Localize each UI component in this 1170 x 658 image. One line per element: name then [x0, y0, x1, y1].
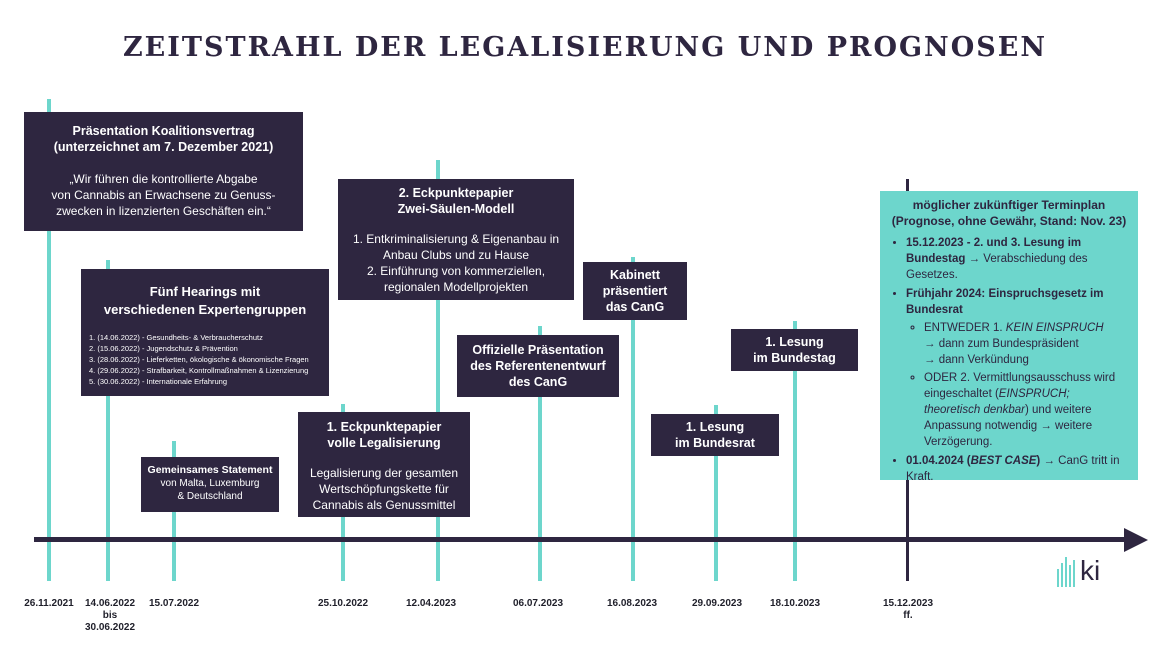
hearing-item: 4. (29.06.2022) - Strafbarkeit, Kontroll… [89, 366, 309, 375]
date-label: 12.04.2023 [405, 598, 457, 609]
prognose-item-bold: ) [1036, 455, 1041, 467]
hearing-item: 2. (15.06.2022) - Jugendschutz & Prävent… [89, 344, 238, 353]
event-hearings: Fünf Hearings mit verschiedenen Experten… [81, 269, 329, 396]
subitem-text: ODER 2. Vermittlungsausschuss wird einge… [924, 372, 1116, 400]
prognose-item-text: → CanG tritt in Kraft. [906, 455, 1120, 483]
event-heading: 1. Lesung im Bundesrat [675, 420, 755, 450]
date-label: 15.12.2023 ff. [882, 598, 934, 621]
event-heading: 1. Lesung im Bundestag [753, 335, 836, 365]
event-heading: 1. Eckpunktepapier volle Legalisierung [326, 420, 442, 450]
event-eckpunkte-2: 2. Eckpunktepapier Zwei-Säulen-Modell 1.… [338, 179, 574, 300]
prognose-item-text: → Verabschiedung des Gesetzes. [906, 253, 1088, 281]
timeline-marker-2023-09-29 [714, 405, 718, 581]
prognose-item-bold-italic: BEST CASE [970, 455, 1037, 467]
event-koalitionsvertrag: Präsentation Koalitionsvertrag (unterzei… [24, 112, 303, 231]
event-eckpunkte-1: 1. Eckpunktepapier volle Legalisierung L… [298, 412, 470, 517]
prognose-heading: möglicher zukünftiger Terminplan (Progno… [891, 198, 1127, 228]
event-heading: 2. Eckpunktepapier Zwei-Säulen-Modell [397, 186, 515, 216]
timeline-marker-2023-07-06 [538, 326, 542, 581]
prognose-item-bundestag: 15.12.2023 - 2. und 3. Lesung im Bundest… [906, 235, 1128, 283]
event-heading: Präsentation Koalitionsvertrag (unterzei… [53, 124, 274, 154]
prognose-box: möglicher zukünftiger Terminplan (Progno… [880, 191, 1138, 483]
logo-text: ki [1080, 555, 1100, 586]
timeline-arrow-icon [1124, 528, 1148, 552]
ki-logo-icon: ki [1056, 549, 1116, 591]
subitem-text: → dann zum Bundespräsident → dann Verkün… [924, 338, 1079, 366]
subitem-text: ENTWEDER 1. [924, 322, 1006, 334]
date-label: 25.10.2022 [317, 598, 369, 609]
prognose-item-bundesrat: Frühjahr 2024: Einspruchsgesetz im Bunde… [906, 286, 1128, 450]
event-text: von Malta, Luxemburg & Deutschland [160, 478, 260, 502]
timeline-axis [34, 537, 1128, 542]
date-label: 15.07.2022 [148, 598, 200, 609]
event-text: Legalisierung der gesamten Wertschöpfung… [309, 466, 459, 512]
timeline-marker-2023-04-12 [436, 160, 440, 581]
page-title: ZEITSTRAHL DER LEGALISIERUNG UND PROGNOS… [122, 32, 1048, 63]
event-bundestag: 1. Lesung im Bundestag [731, 329, 858, 371]
hearing-item: 1. (14.06.2022) - Gesundheits- & Verbrau… [89, 333, 263, 342]
hearing-item: 3. (28.06.2022) - Lieferketten, ökologis… [89, 355, 309, 364]
event-text: 1. Entkriminalisierung & Eigenanbau in A… [352, 232, 560, 294]
prognose-subitem-einspruch: ODER 2. Vermittlungsausschuss wird einge… [924, 370, 1128, 450]
date-label: 16.08.2023 [606, 598, 658, 609]
subitem-italic: EINSPRUCH; theoretisch denkbar [924, 388, 1070, 416]
event-text: „Wir führen die kontrollierte Abgabe von… [51, 172, 276, 218]
hearing-item: 5. (30.06.2022) - Internationale Erfahru… [89, 377, 228, 386]
date-label: 18.10.2023 [769, 598, 821, 609]
event-heading: Gemeinsames Statement [147, 464, 273, 476]
date-label: 06.07.2023 [512, 598, 564, 609]
prognose-subitem-kein-einspruch: ENTWEDER 1. KEIN EINSPRUCH → dann zum Bun… [924, 320, 1128, 368]
subitem-italic: KEIN EINSPRUCH [1005, 322, 1104, 334]
prognose-item-bold: 15.12.2023 - 2. und 3. Lesung im Bundest… [906, 237, 1082, 265]
event-heading: Offizielle Präsentation des Referentenen… [470, 343, 606, 389]
timeline-marker-2023-10-18 [793, 321, 797, 581]
event-statement: Gemeinsames Statement von Malta, Luxembu… [141, 457, 279, 512]
date-label: 29.09.2023 [691, 598, 743, 609]
prognose-item-bold: 01.04.2024 ( [906, 455, 971, 467]
prognose-list: 15.12.2023 - 2. und 3. Lesung im Bundest… [890, 235, 1128, 485]
timeline-marker-2021-11-26 [47, 99, 51, 581]
date-label: 14.06.2022 bis 30.06.2022 [84, 598, 136, 633]
event-heading: Fünf Hearings mit verschiedenen Experten… [103, 284, 307, 317]
event-referentenentwurf: Offizielle Präsentation des Referentenen… [457, 335, 619, 397]
event-heading: Kabinett präsentiert das CanG [602, 268, 668, 314]
prognose-item-bold: Frühjahr 2024: Einspruchsgesetz im Bunde… [906, 288, 1104, 316]
timeline-marker-2022-06-14 [106, 260, 110, 581]
timeline-marker-2023-08-16 [631, 257, 635, 581]
prognose-sublist: ENTWEDER 1. KEIN EINSPRUCH → dann zum Bun… [906, 320, 1128, 450]
event-kabinett: Kabinett präsentiert das CanG [583, 262, 687, 320]
hearing-list: 1. (14.06.2022) - Gesundheits- & Verbrau… [89, 332, 321, 387]
prognose-item-inkrafttreten: 01.04.2024 (BEST CASE) → CanG tritt in K… [906, 453, 1128, 485]
subitem-text: ) und weitere Anpassung notwendig → weit… [924, 404, 1093, 448]
date-label: 26.11.2021 [24, 598, 74, 609]
event-bundesrat: 1. Lesung im Bundesrat [651, 414, 779, 456]
